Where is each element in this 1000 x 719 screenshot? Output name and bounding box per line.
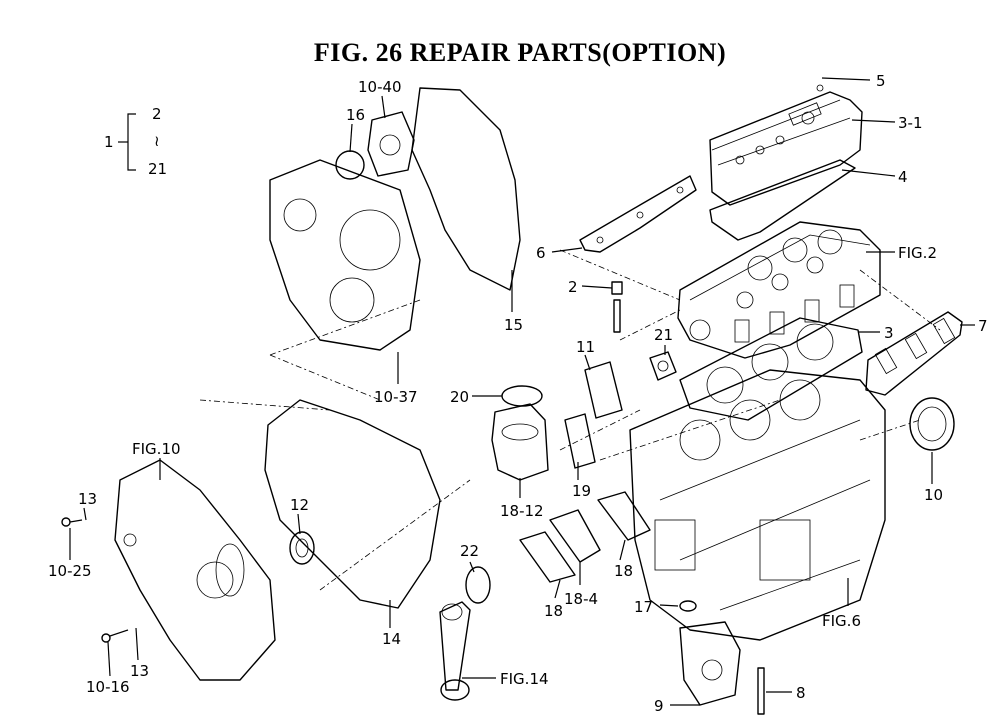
label-18-left: 18: [544, 602, 563, 620]
label-7: 7: [978, 317, 988, 335]
label-19: 19: [572, 482, 591, 500]
front-cover: [114, 459, 276, 681]
assembly-lines: [199, 249, 941, 591]
range-bracket: 1 2 ≀ 21: [104, 105, 167, 178]
gear-case-gasket-14: [264, 399, 441, 609]
gasket-11: [584, 361, 623, 419]
o-ring-17: [679, 600, 697, 612]
pump-housing-10-40: [367, 111, 415, 177]
valve-cover: [709, 84, 863, 206]
cylinder-head: [677, 221, 881, 359]
label-14: 14: [382, 630, 401, 648]
injector-sleeve: [611, 281, 623, 333]
label-3-1: 3-1: [898, 114, 923, 132]
label-18-4: 18-4: [564, 590, 598, 608]
label-12: 12: [290, 496, 309, 514]
label-2: 2: [152, 105, 162, 123]
label-22: 22: [460, 542, 479, 560]
label-15: 15: [504, 316, 523, 334]
gear-case: [269, 159, 421, 351]
label-10: 10: [924, 486, 943, 504]
seal-16: [335, 150, 365, 180]
label-21: 21: [654, 326, 673, 344]
valve-cover-gasket: [709, 159, 856, 241]
bearing-cap: [679, 621, 765, 715]
label-18-right: 18: [614, 562, 633, 580]
label-10-40: 10-40: [358, 78, 402, 96]
bolt-10-25: [61, 517, 83, 527]
label-9: 9: [654, 697, 664, 715]
o-ring-20: [501, 385, 543, 407]
gasket-19: [564, 413, 596, 469]
connecting-rod: [439, 566, 491, 701]
cylinder-block: [629, 369, 886, 641]
cover-plate-21: [649, 351, 677, 381]
label-17: 17: [634, 598, 653, 616]
rear-oil-seal: [909, 397, 955, 451]
label-4: 4: [898, 168, 908, 186]
label-10-16: 10-16: [86, 678, 130, 696]
label-21: 21: [148, 160, 167, 178]
gear-case-gasket-15: [411, 87, 521, 291]
page-title: FIG. 26 REPAIR PARTS(OPTION): [313, 38, 727, 67]
label-fig10: FIG.10: [132, 440, 181, 458]
head-gasket: [679, 317, 863, 421]
label-fig2: FIG.2: [898, 244, 937, 262]
label-18-12: 18-12: [500, 502, 544, 520]
label-13-top: 13: [78, 490, 97, 508]
label-11: 11: [576, 338, 595, 356]
thermostat-housing: [491, 403, 549, 481]
label-10-37: 10-37: [374, 388, 418, 406]
label-6: 6: [536, 244, 546, 262]
label-fig14: FIG.14: [500, 670, 549, 688]
label-1: 1: [104, 133, 114, 151]
label-range: ≀: [154, 132, 160, 150]
label-16: 16: [346, 106, 365, 124]
leader-lines: [69, 77, 975, 706]
seal-12: [289, 531, 315, 565]
label-2: 2: [568, 278, 578, 296]
label-10-25: 10-25: [48, 562, 92, 580]
exhaust-gasket: [865, 311, 963, 396]
part-labels: 5 3-1 4 FIG.2 7 6 2 3 21 11 20 19 18-12 …: [48, 72, 988, 715]
label-8: 8: [796, 684, 806, 702]
label-fig6: FIG.6: [822, 612, 861, 630]
label-20: 20: [450, 388, 469, 406]
bolt-10-16: [101, 629, 129, 643]
label-13-bottom: 13: [130, 662, 149, 680]
label-5: 5: [876, 72, 886, 90]
rocker-gasket: [579, 175, 697, 253]
label-3: 3: [884, 324, 894, 342]
water-flange: [519, 491, 651, 583]
